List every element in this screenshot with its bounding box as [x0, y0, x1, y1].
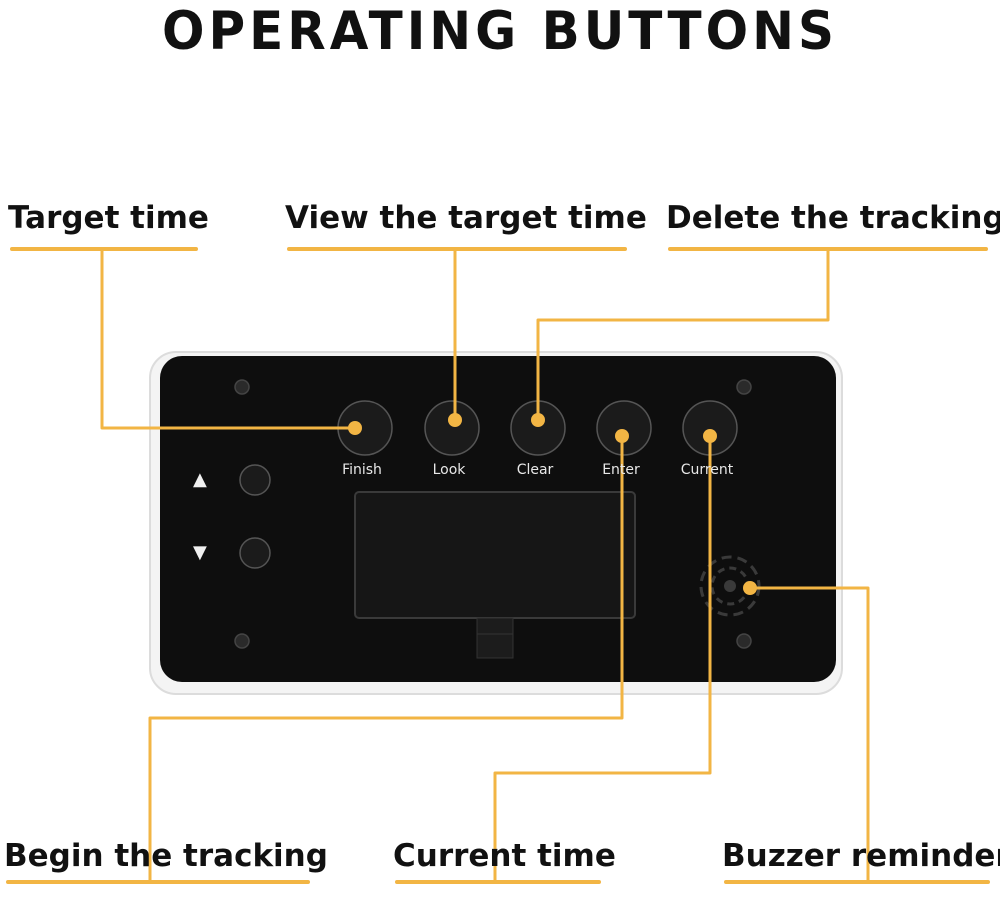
- up-arrow-icon: ▲: [193, 469, 207, 490]
- finish-label: Finish: [342, 462, 382, 478]
- stand-slot: [476, 617, 514, 659]
- clear-label: Clear: [516, 462, 554, 478]
- underline-delete-tracking: [668, 247, 988, 251]
- enter-button: [596, 400, 652, 456]
- screw-bottom-right: [736, 633, 752, 649]
- down-arrow-icon: ▼: [193, 542, 207, 563]
- callout-buzzer-reminder: Buzzer reminder: [722, 838, 1000, 874]
- dot-buzzer: [743, 581, 757, 595]
- look-label: Look: [432, 462, 466, 478]
- dot-current: [703, 429, 717, 443]
- leader-buzzer-reminder: [750, 586, 870, 880]
- callout-target-time: Target time: [8, 200, 209, 236]
- diagram-title: OPERATING BUTTONS: [161, 0, 839, 62]
- dot-enter: [615, 429, 629, 443]
- screw-top-left: [234, 379, 250, 395]
- leader-begin-tracking: [148, 436, 624, 880]
- underline-begin-tracking: [6, 880, 310, 884]
- underline-view-target-time: [287, 247, 627, 251]
- underline-current-time: [395, 880, 601, 884]
- screw-top-right: [736, 379, 752, 395]
- up-button: [239, 464, 271, 496]
- leader-target-time: [100, 250, 355, 430]
- callout-delete-tracking: Delete the tracking: [666, 200, 1000, 236]
- dot-look: [448, 413, 462, 427]
- callout-view-target-time: View the target time: [285, 200, 647, 236]
- current-label: Current: [680, 462, 734, 478]
- down-button: [239, 537, 271, 569]
- dot-finish: [348, 421, 362, 435]
- leader-delete-tracking: [536, 250, 830, 420]
- leader-current-time: [493, 436, 712, 880]
- underline-buzzer-reminder: [724, 880, 990, 884]
- look-button: [424, 400, 480, 456]
- underline-target-time: [10, 247, 198, 251]
- enter-label: Enter: [602, 462, 640, 478]
- display-window: [354, 491, 636, 619]
- callout-begin-tracking: Begin the tracking: [4, 838, 328, 874]
- callout-current-time: Current time: [393, 838, 616, 874]
- dot-clear: [531, 413, 545, 427]
- screw-bottom-left: [234, 633, 250, 649]
